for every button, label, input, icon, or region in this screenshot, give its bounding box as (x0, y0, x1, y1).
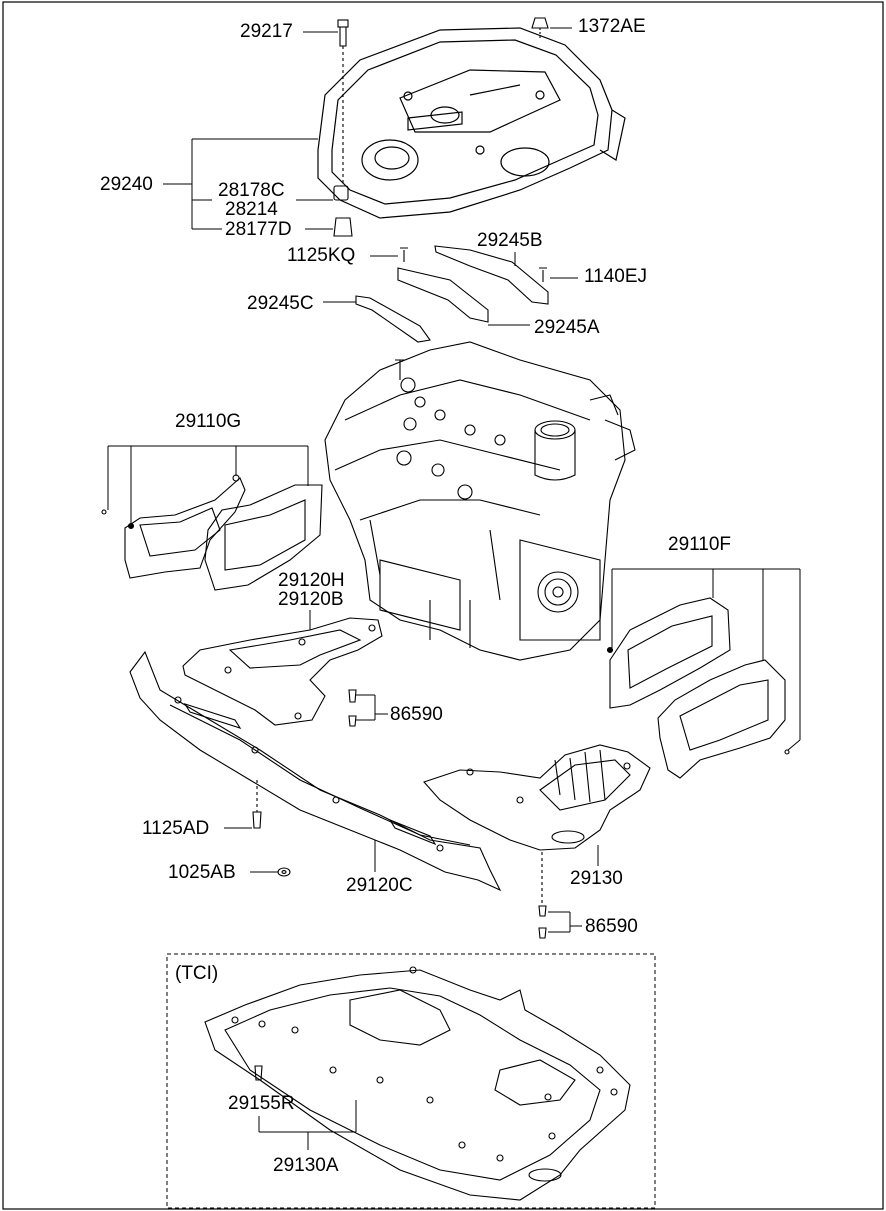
label-29130: 29130 (570, 868, 623, 889)
leader-29110F (611, 568, 801, 751)
engine-cover-drawing (317, 27, 626, 219)
leader-29110G (107, 445, 309, 524)
label-1140EJ: 1140EJ (584, 266, 648, 287)
label-86590-lower: 86590 (585, 916, 638, 937)
nut-1372AE (531, 17, 549, 40)
label-29245B: 29245B (477, 230, 543, 251)
label-29245C: 29245C (247, 293, 314, 314)
label-29120B: 29120B (278, 589, 344, 610)
label-1372AE: 1372AE (578, 16, 646, 37)
undercover-29130A-drawing (204, 966, 631, 1201)
label-86590-upper: 86590 (390, 704, 443, 725)
bolt-29217 (337, 19, 349, 150)
label-29245A: 29245A (534, 317, 600, 338)
label-29110G: 29110G (175, 411, 242, 432)
label-29130A: 29130A (273, 1155, 339, 1176)
label-1125AD: 1125AD (142, 818, 210, 839)
small-hardware (252, 689, 547, 939)
shield-29130-drawing (423, 744, 651, 851)
shield-29120C-drawing (129, 650, 502, 892)
label-29240: 29240 (100, 174, 153, 195)
shield-29110F-drawing (606, 597, 790, 779)
label-29217: 29217 (240, 21, 293, 42)
leader-29130A (258, 1100, 357, 1150)
label-28177D: 28177D (225, 219, 292, 240)
label-29120H: 29120H (278, 570, 345, 591)
tci-box (166, 953, 656, 1209)
label-29120C: 29120C (346, 875, 413, 896)
label-28214: 28214 (225, 199, 278, 220)
brackets-29245 (355, 245, 549, 343)
label-1025AB: 1025AB (168, 862, 236, 883)
engine-assembly-drawing (324, 341, 636, 661)
label-1125KQ: 1125KQ (287, 245, 356, 266)
label-29155R: 29155R (228, 1093, 295, 1114)
grommets-28178C-28177D (333, 150, 353, 237)
label-29110F: 29110F (668, 534, 732, 555)
leader-lines (163, 27, 599, 933)
shield-29120H-drawing (182, 617, 383, 726)
label-28178C: 28178C (218, 180, 285, 201)
label-tci: (TCI) (175, 963, 219, 984)
